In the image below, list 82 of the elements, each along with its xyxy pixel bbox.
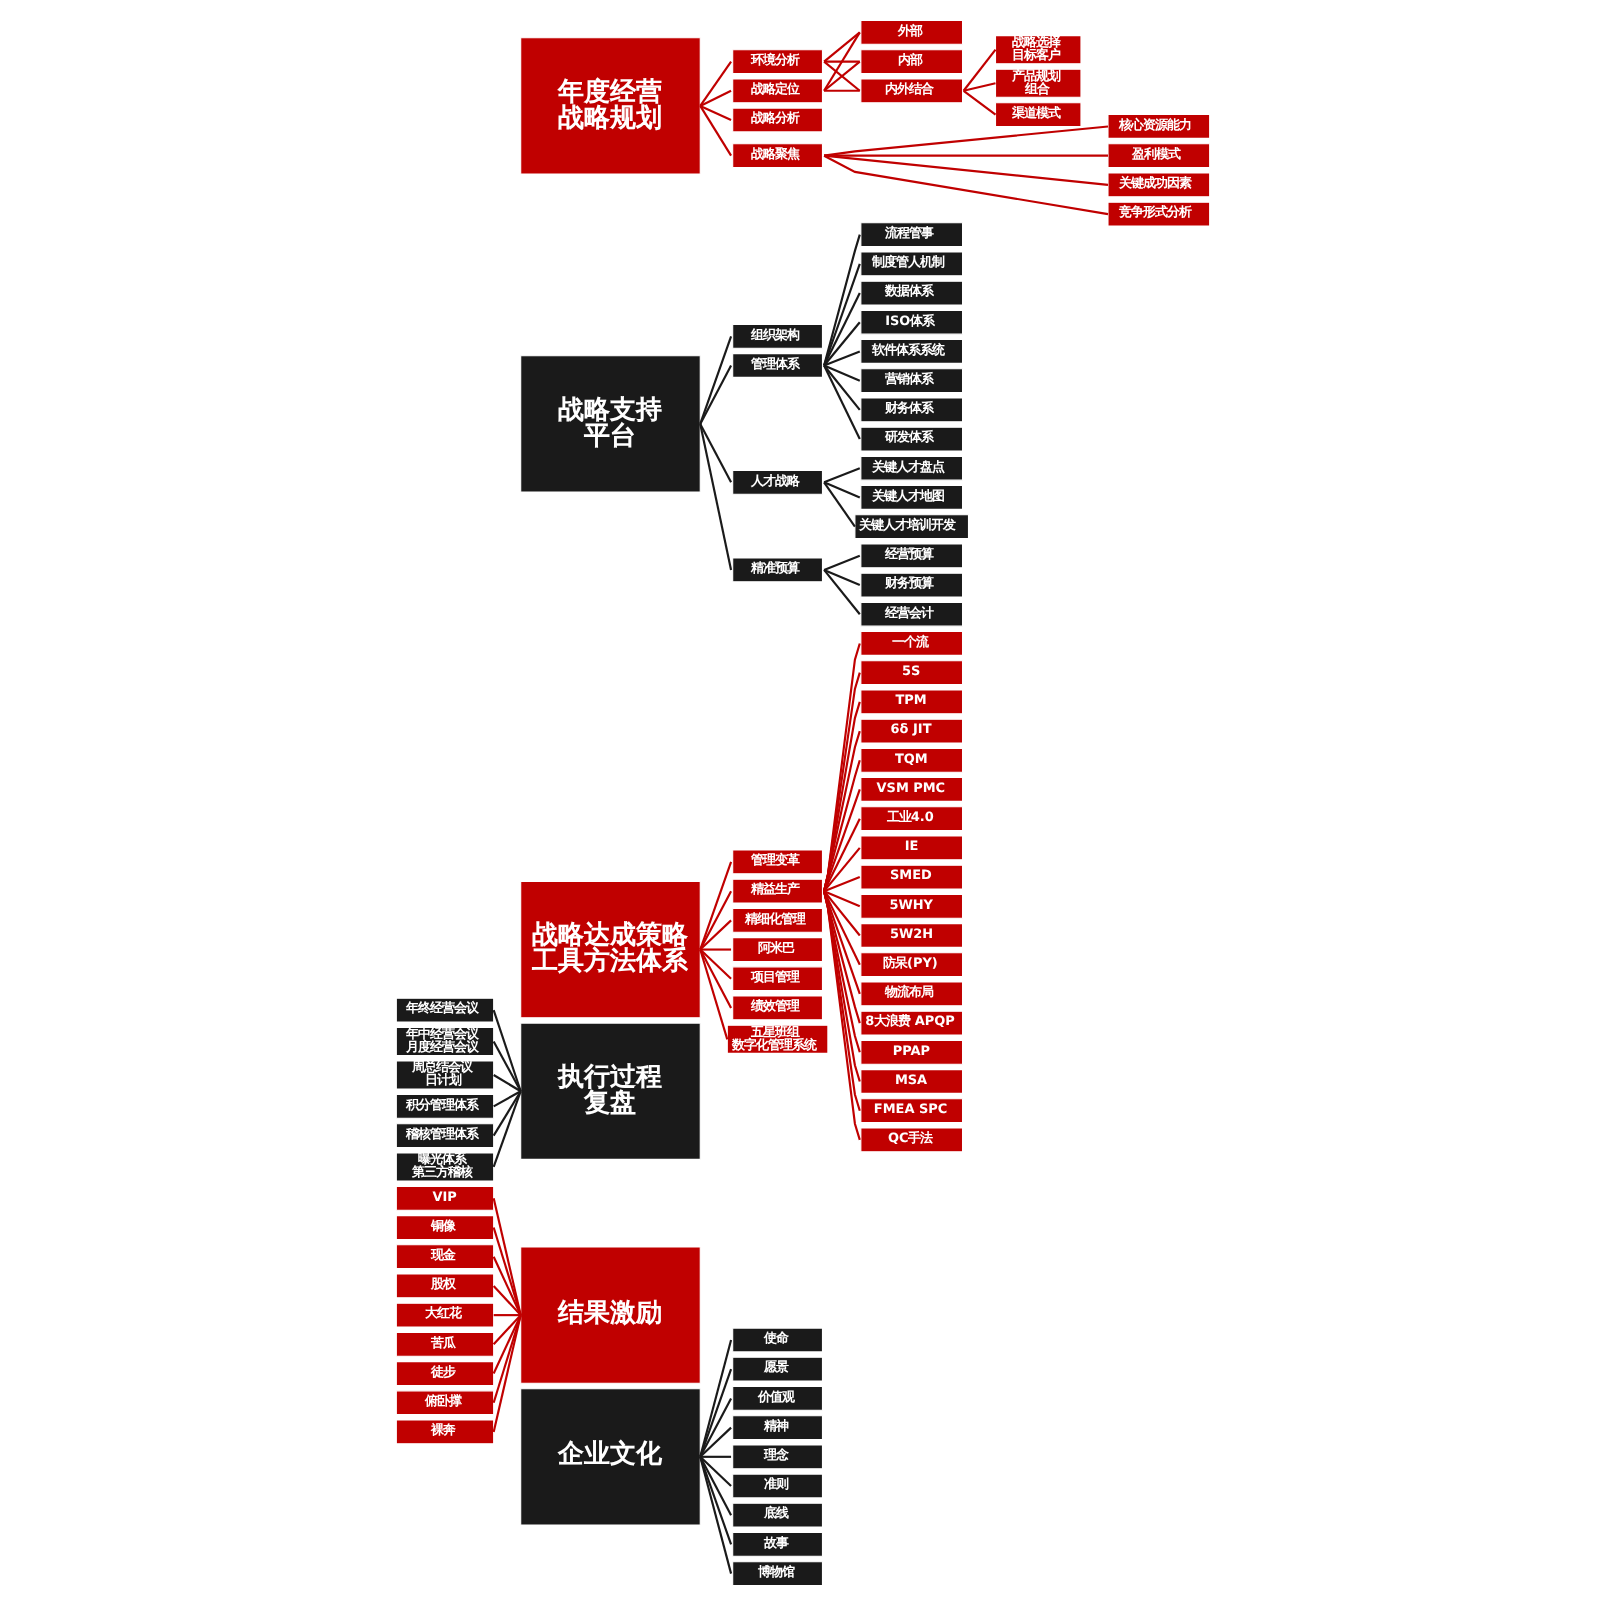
connector: [699, 919, 732, 951]
connector: [492, 1227, 522, 1316]
connector: [962, 89, 997, 116]
connector: [699, 949, 729, 1040]
connector: [823, 847, 861, 892]
connector: [492, 1198, 522, 1316]
connector: [492, 1314, 522, 1346]
connector: [699, 1456, 732, 1487]
connector: [700, 1455, 732, 1458]
connector: [699, 1426, 732, 1458]
connector: [699, 1456, 733, 1516]
connector: [823, 234, 861, 366]
connector: [492, 1040, 522, 1092]
connector: [823, 364, 861, 411]
connector: [492, 1090, 522, 1137]
connector: [823, 759, 861, 892]
connector: [699, 949, 733, 1009]
connector: [823, 263, 861, 366]
connector: [823, 365, 861, 440]
connector: [823, 125, 1109, 157]
connector: [492, 1314, 522, 1404]
node-box: 年度经营战略规划: [520, 37, 701, 175]
connector: [699, 89, 732, 107]
connector: [492, 1090, 522, 1168]
connector: [699, 1456, 733, 1574]
connector: [823, 31, 861, 63]
connector: [699, 365, 733, 425]
connector: [493, 1090, 522, 1108]
connector: [823, 481, 856, 528]
connector: [492, 1314, 522, 1433]
connector: [823, 876, 861, 893]
node-box: 战略支持平台: [520, 355, 701, 493]
connector: [823, 350, 861, 367]
connector: [823, 730, 861, 892]
connector: [699, 1368, 733, 1458]
connector: [823, 569, 861, 615]
connector: [823, 568, 861, 587]
connector: [823, 890, 861, 966]
connector: [699, 861, 733, 950]
connector: [492, 1314, 522, 1374]
connector: [699, 105, 732, 157]
connector: [823, 321, 861, 367]
connector: [823, 890, 861, 995]
connector: [699, 948, 732, 980]
node-box: 执行过程复盘: [520, 1022, 701, 1160]
connector: [700, 948, 732, 951]
node-box: 结果激励: [520, 1246, 701, 1384]
connector: [823, 890, 861, 908]
connector: [699, 890, 733, 951]
connector: [492, 1009, 522, 1092]
connector: [823, 292, 861, 366]
connector: [493, 1314, 521, 1317]
connector: [699, 423, 733, 571]
connector: [699, 1339, 733, 1458]
connector: [823, 60, 861, 92]
connector: [699, 1456, 733, 1545]
node-box: 战略达成策略工具方法体系: [520, 880, 701, 1019]
connector: [823, 467, 861, 484]
connector: [699, 423, 733, 483]
connector: [823, 818, 861, 892]
connector: [823, 364, 861, 382]
connector: [699, 1397, 733, 1458]
connector: [823, 31, 861, 92]
connector: [492, 1256, 522, 1316]
connector: [824, 89, 860, 92]
connector: [823, 481, 861, 499]
connector: [823, 890, 861, 1024]
connector: [823, 154, 1109, 216]
connector: [699, 104, 732, 121]
connector: [823, 789, 861, 892]
node-box: 企业文化: [520, 1388, 701, 1526]
connector: [492, 1285, 522, 1316]
connector: [493, 1074, 522, 1093]
connector: [824, 60, 860, 63]
connector: [823, 890, 861, 937]
connector: [823, 890, 861, 1053]
connector: [823, 154, 1109, 186]
connector: [699, 60, 732, 107]
connector: [699, 335, 733, 425]
connector: [823, 554, 861, 571]
connector: [963, 82, 996, 92]
connector: [962, 49, 997, 92]
